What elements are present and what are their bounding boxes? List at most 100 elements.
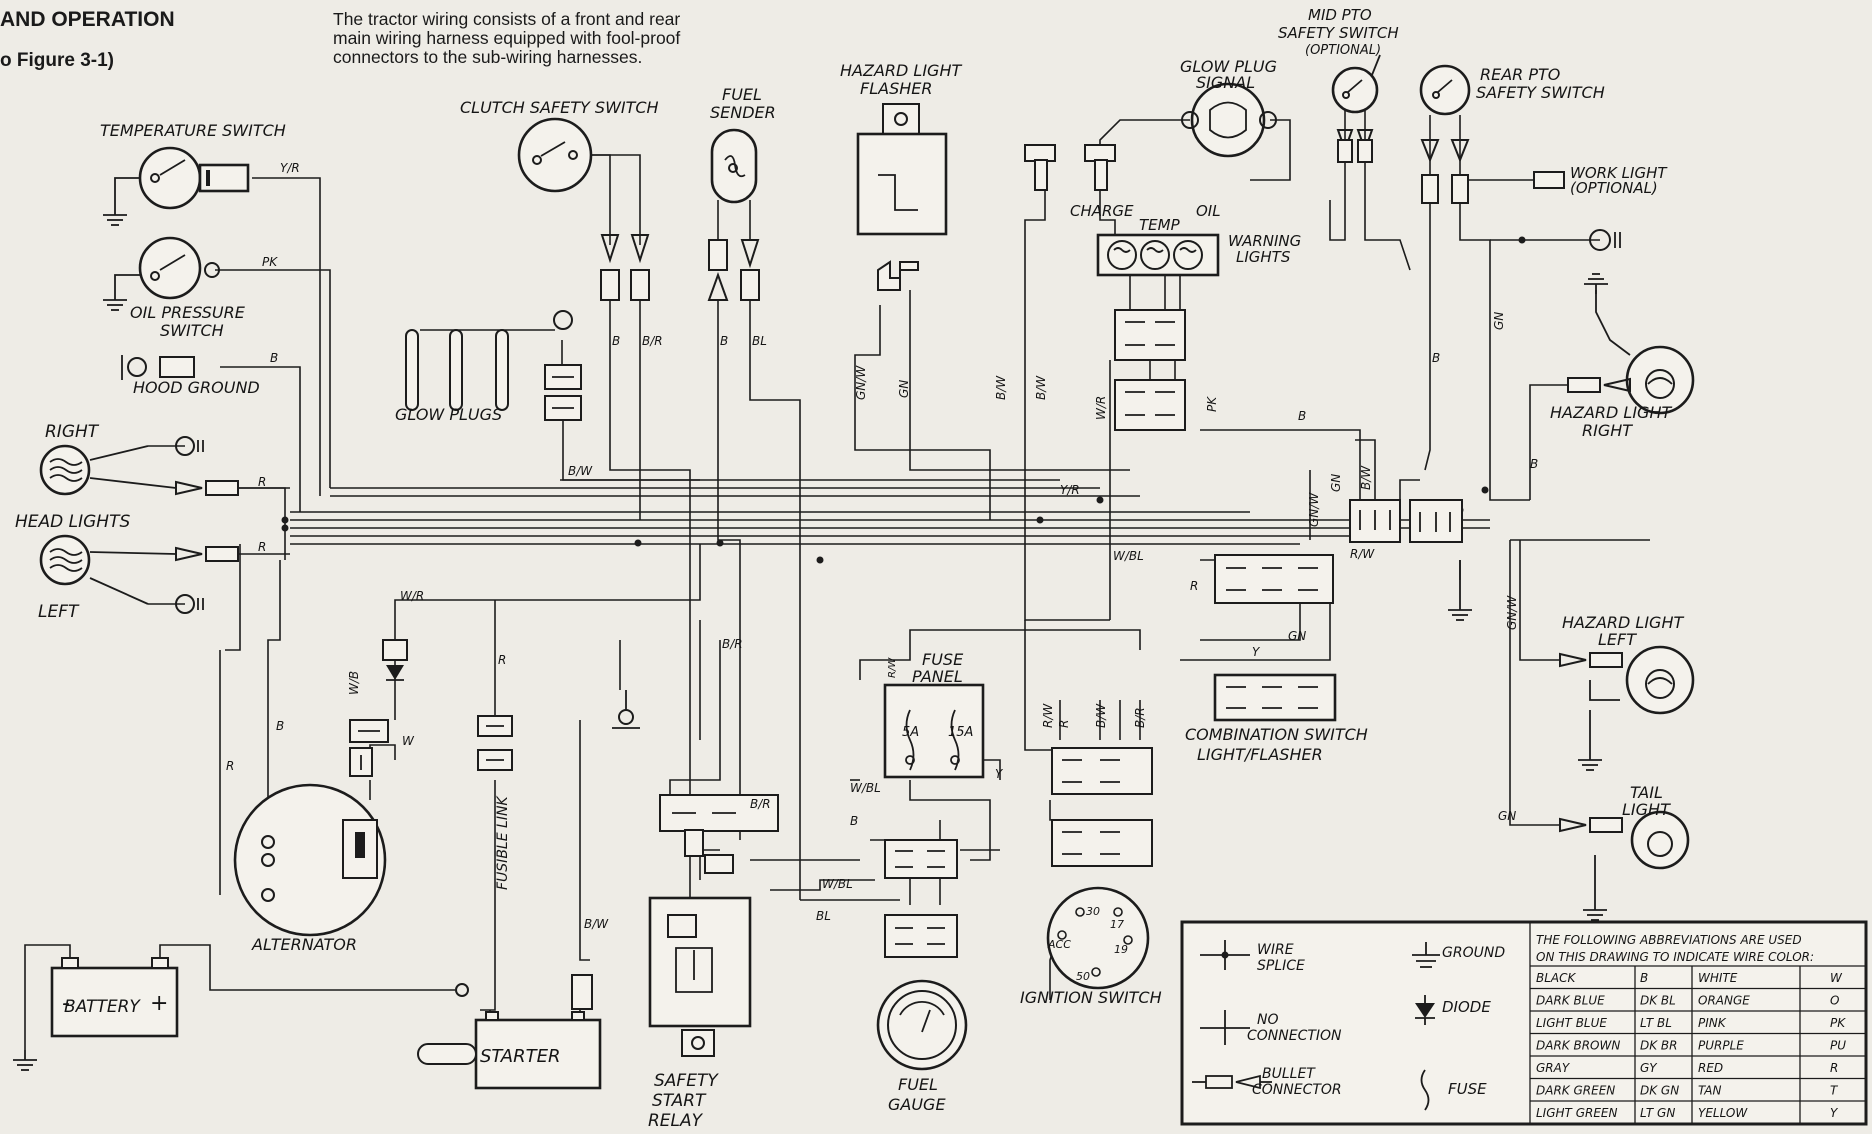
wire-code-w: W bbox=[402, 734, 415, 748]
wire-code-y: Y bbox=[995, 767, 1004, 781]
hazard-light-flasher: HAZARD LIGHT FLASHER GN/W GN bbox=[840, 61, 962, 400]
mid-pto-label-1: MID PTO bbox=[1308, 6, 1372, 24]
wire-code-w-bl: W/BL bbox=[850, 781, 881, 795]
color-abbreviation: DK GN bbox=[1640, 1084, 1679, 1098]
legend-box bbox=[1180, 920, 1868, 1126]
wire-code-bl: BL bbox=[816, 909, 831, 923]
wire-code-gn: GN bbox=[1329, 474, 1343, 492]
wire-code-b-r: B/R bbox=[1133, 707, 1147, 728]
work-light-label-2: (OPTIONAL) bbox=[1570, 179, 1658, 197]
wire-code-b: B bbox=[270, 351, 278, 365]
fuse-panel-label-2: PANEL bbox=[912, 667, 963, 686]
combination-switch-label-1: COMBINATION SWITCH bbox=[1185, 725, 1368, 744]
central-connectors: R/W B/W GN/W GN B Y/R W/BL bbox=[1060, 409, 1473, 621]
mid-pto-label-2: SAFETY SWITCH bbox=[1278, 24, 1399, 42]
wire-code-b-w: B/W bbox=[1034, 375, 1048, 400]
work-light-label-1: WORK LIGHT bbox=[1570, 164, 1668, 182]
fuel-gauge-label-2: GAUGE bbox=[888, 1095, 946, 1114]
hazard-light-left: HAZARD LIGHT LEFT GN/W bbox=[1505, 595, 1695, 771]
pto-switches: MID PTO SAFETY SWITCH (OPTIONAL) REAR PT… bbox=[1278, 6, 1605, 204]
figure-reference: o Figure 3-1) bbox=[0, 50, 115, 71]
fuse-icon bbox=[1420, 1069, 1430, 1111]
fuse-15a-label: 15A bbox=[948, 725, 973, 740]
glow-plugs-label: GLOW PLUGS bbox=[395, 405, 502, 424]
color-name: LIGHT BLUE bbox=[1536, 1016, 1607, 1030]
intro-line-3: connectors to the sub-wiring harnesses. bbox=[333, 47, 643, 67]
wire-code-r-w: R/W bbox=[1041, 703, 1055, 728]
safety-start-relay: SAFETY START RELAY B/R B/R bbox=[648, 637, 779, 1131]
clutch-safety-switch-label: CLUTCH SAFETY SWITCH bbox=[460, 98, 659, 117]
ignition-switch: 30 17 19 ACC 50 IGNITION SWITCH R/W R B/… bbox=[1020, 703, 1162, 1007]
wire-splice-icon bbox=[1221, 951, 1229, 959]
ignition-terminal-50: 50 bbox=[1076, 970, 1090, 983]
color-abbreviation: R bbox=[1830, 1061, 1838, 1075]
tail-light: TAIL LIGHT GN bbox=[1498, 783, 1690, 921]
color-abbreviation: W bbox=[1830, 971, 1843, 985]
color-abbreviation: PU bbox=[1830, 1039, 1846, 1053]
warning-lights-label-1: WARNING bbox=[1228, 232, 1301, 250]
wire-code-w-r: W/R bbox=[1094, 396, 1108, 420]
main-harness-wires bbox=[24, 110, 1650, 1050]
wire-code-gn: GN bbox=[1492, 312, 1506, 330]
combination-switch: COMBINATION SWITCH LIGHT/FLASHER bbox=[1185, 673, 1368, 764]
color-abbreviation: GY bbox=[1640, 1061, 1658, 1075]
color-name: ORANGE bbox=[1698, 994, 1750, 1008]
color-abbreviation: Y bbox=[1830, 1106, 1839, 1120]
hood-ground: HOOD GROUND B bbox=[121, 351, 278, 397]
battery-label: BATTERY bbox=[64, 997, 141, 1017]
wire-code-b: B bbox=[850, 814, 858, 828]
wire-code-pk: PK bbox=[262, 255, 278, 269]
hazard-flasher-label-1: HAZARD LIGHT bbox=[840, 61, 962, 80]
wire-code-r: R bbox=[1190, 579, 1198, 593]
wire-code-pk: PK bbox=[1205, 396, 1219, 412]
ground-icon bbox=[1412, 942, 1440, 968]
wire-code-bl: BL bbox=[752, 334, 767, 348]
hood-ground-label: HOOD GROUND bbox=[133, 378, 260, 397]
wire-code-b: B bbox=[1432, 351, 1440, 365]
wire-code-r: R bbox=[258, 540, 266, 554]
fusible-link: FUSIBLE LINK R bbox=[477, 653, 513, 890]
fuse-5a-label: 5A bbox=[902, 725, 919, 740]
battery: - + BATTERY bbox=[12, 957, 179, 1071]
ignition-terminal-acc: ACC bbox=[1047, 938, 1071, 951]
intro-line-2: main wiring harness equipped with fool-p… bbox=[333, 28, 681, 48]
clutch-safety-switch: CLUTCH SAFETY SWITCH B B/R bbox=[460, 98, 663, 348]
starter-label: STARTER bbox=[480, 1046, 560, 1067]
ignition-switch-label: IGNITION SWITCH bbox=[1020, 988, 1162, 1007]
color-abbreviation: O bbox=[1830, 994, 1839, 1008]
wire-code-w-bl: W/BL bbox=[1113, 549, 1144, 563]
glow-plug-signal-label-2: SIGNAL bbox=[1196, 73, 1255, 92]
mid-pto-label-3: (OPTIONAL) bbox=[1305, 43, 1381, 58]
wire-code-r-w: R/W bbox=[887, 657, 898, 678]
intro-line-1: The tractor wiring consists of a front a… bbox=[333, 9, 681, 29]
legend-bullet-connector-2: CONNECTOR bbox=[1252, 1082, 1342, 1098]
alternator: ALTERNATOR B R bbox=[226, 719, 387, 954]
color-name: DARK BROWN bbox=[1536, 1039, 1620, 1053]
color-name: BLACK bbox=[1536, 971, 1577, 985]
wire-code-r: R bbox=[1057, 720, 1071, 728]
wire-code-b: B bbox=[720, 334, 728, 348]
wire-code-b-w: B/W bbox=[1359, 465, 1373, 490]
legend-bullet-connector-1: BULLET bbox=[1262, 1066, 1316, 1082]
alternator-label: ALTERNATOR bbox=[251, 935, 357, 954]
wire-code-y-r: Y/R bbox=[1060, 483, 1080, 497]
wire-code-w-bl: W/BL bbox=[822, 877, 853, 891]
color-abbreviation: LT GN bbox=[1640, 1106, 1675, 1120]
fuel-gauge: FUEL GAUGE B W/BL BL bbox=[816, 814, 968, 1114]
section-title: AND OPERATION bbox=[0, 8, 175, 31]
tail-light-label-1: TAIL bbox=[1630, 783, 1663, 802]
wire-code-b: B bbox=[276, 719, 284, 733]
diode-icon bbox=[1415, 995, 1435, 1025]
legend-table-header-2: ON THIS DRAWING TO INDICATE WIRE COLOR: bbox=[1536, 950, 1814, 964]
diode-connector: W/R W/B W bbox=[347, 589, 424, 777]
fuel-sender-label-1: FUEL bbox=[722, 85, 762, 104]
oil-pressure-label-2: SWITCH bbox=[160, 321, 224, 340]
wire-code-b: B bbox=[612, 334, 620, 348]
color-abbreviation: DK BL bbox=[1640, 994, 1676, 1008]
color-abbreviation: DK BR bbox=[1640, 1039, 1678, 1053]
glow-plug-signal: GLOW PLUG SIGNAL bbox=[1024, 57, 1277, 191]
color-abbreviation: LT BL bbox=[1640, 1016, 1672, 1030]
